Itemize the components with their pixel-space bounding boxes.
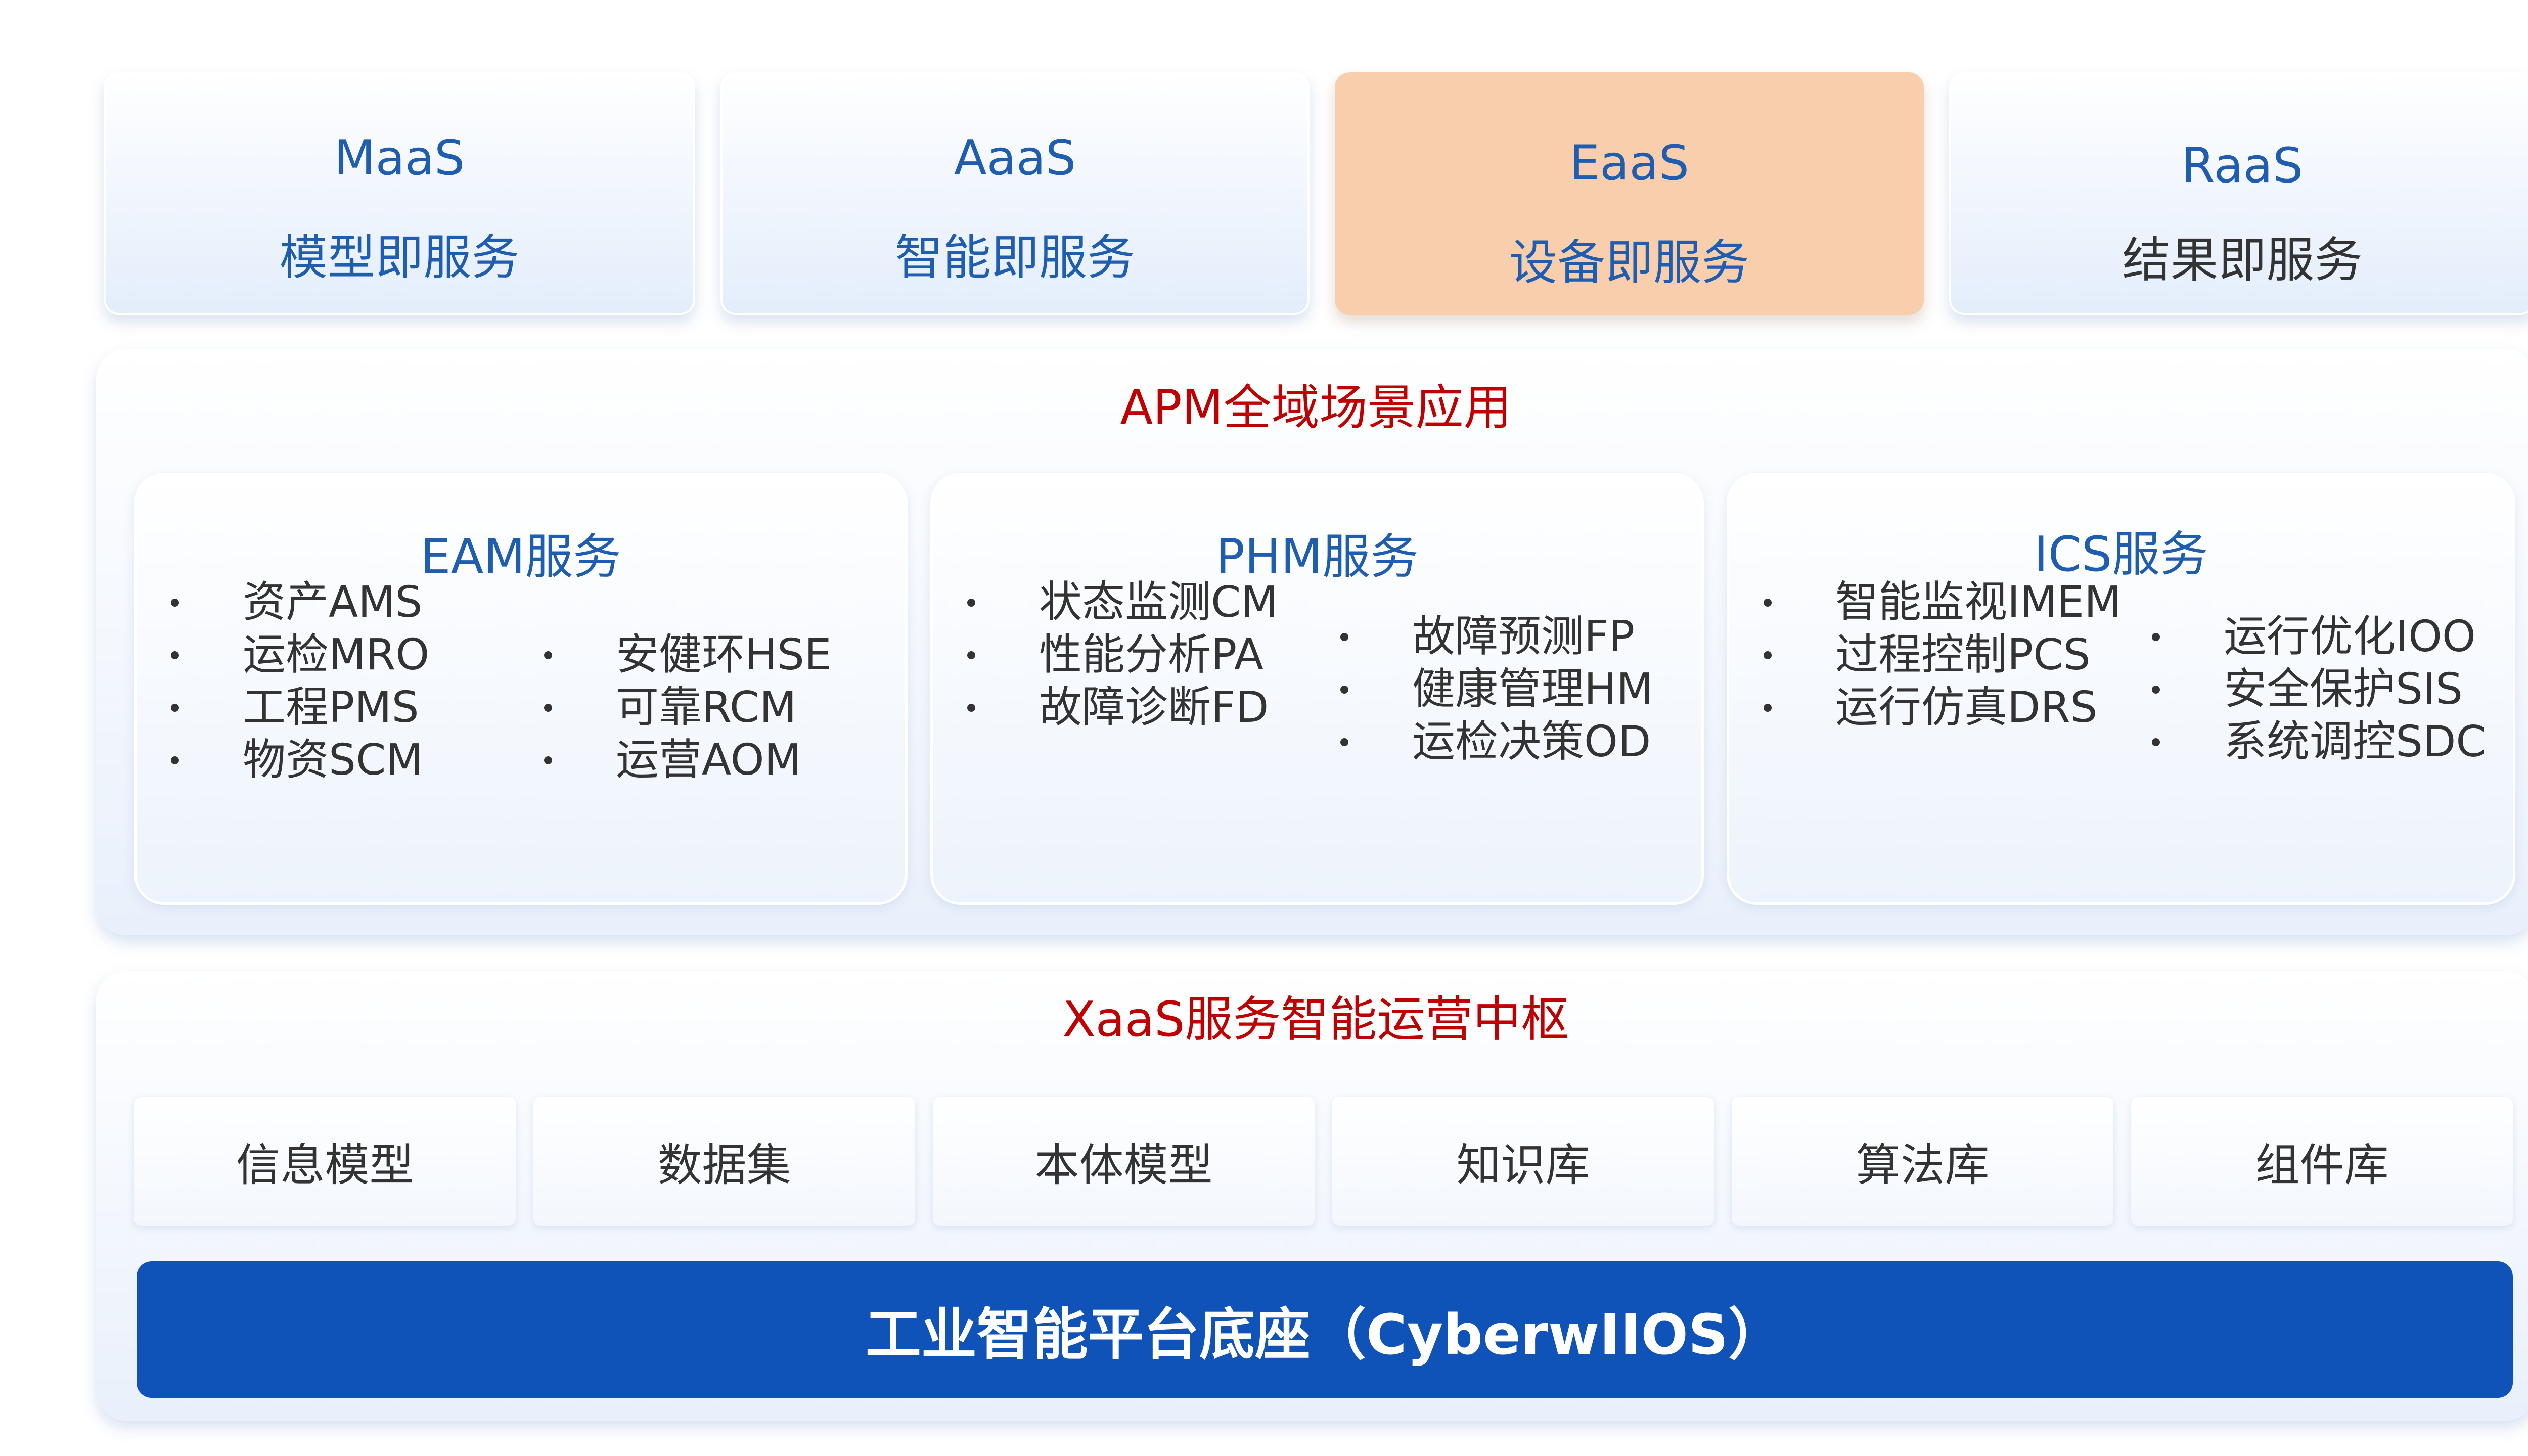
service-card-eaas[interactable]: EaaS 设备即服务 [1335,72,1924,315]
module-dataset[interactable]: 数据集 [533,1097,915,1226]
list-item: 运检MRO [168,629,429,681]
list-item: 资产AMS [168,576,429,629]
apm-section: APM全域场景应用 EAM服务 资产AMS 运检MRO 工程PMS 物资SCM … [96,349,2528,935]
service-name: 模型即服务 [279,230,520,286]
list-item: 性能分析PA [964,629,1278,681]
eam-list-col1: 资产AMS 运检MRO 工程PMS 物资SCM [168,576,429,787]
list-item: 状态监测CM [964,576,1278,629]
list-item: 过程控制PCS [1760,629,2121,681]
service-code: EaaS [1569,135,1689,191]
list-item: 系统调控SDC [2149,716,2486,768]
list-item: 故障诊断FD [964,681,1278,734]
service-name: 设备即服务 [1509,235,1749,291]
ics-list-col1: 智能监视IMEM 过程控制PCS 运行仿真DRS [1760,576,2121,734]
service-card-raas[interactable]: RaaS 结果即服务 [1949,72,2528,315]
eam-list-col2: 安健环HSE 可靠RCM 运营AOM [541,629,832,787]
module-component-library[interactable]: 组件库 [2131,1097,2513,1226]
service-card-aaas[interactable]: AaaS 智能即服务 [720,72,1310,315]
eam-service-title: EAM服务 [420,529,621,585]
phm-list-col2: 故障预测FP 健康管理HM 运检决策OD [1337,611,1653,768]
list-item: 故障预测FP [1337,611,1653,663]
service-code: RaaS [2181,138,2304,194]
xaas-section-title: XaaS服务智能运营中枢 [1062,992,1569,1048]
list-item: 工程PMS [168,681,429,734]
list-item: 运行仿真DRS [1760,681,2121,734]
list-item: 安全保护SIS [2149,663,2486,716]
ics-service-title: ICS服务 [2034,527,2208,582]
list-item: 物资SCM [168,734,429,787]
ics-list-col2: 运行优化IOO 安全保护SIS 系统调控SDC [2149,611,2486,768]
phm-service-panel: PHM服务 状态监测CM 性能分析PA 故障诊断FD 故障预测FP 健康管理HM… [930,473,1704,905]
list-item: 可靠RCM [541,681,832,734]
service-name: 结果即服务 [2122,233,2363,288]
service-code: AaaS [954,130,1076,186]
list-item: 运行优化IOO [2149,611,2486,663]
service-name: 智能即服务 [894,230,1135,286]
service-card-maas[interactable]: MaaS 模型即服务 [104,72,695,315]
module-knowledge-base[interactable]: 知识库 [1332,1097,1714,1226]
service-code: MaaS [334,130,465,186]
phm-list-col1: 状态监测CM 性能分析PA 故障诊断FD [964,576,1278,734]
eam-service-panel: EAM服务 资产AMS 运检MRO 工程PMS 物资SCM 安健环HSE 可靠R… [134,473,908,905]
phm-service-title: PHM服务 [1215,529,1419,585]
module-ontology-model[interactable]: 本体模型 [933,1097,1315,1226]
list-item: 健康管理HM [1337,663,1653,716]
module-info-model[interactable]: 信息模型 [134,1097,516,1226]
list-item: 运营AOM [541,734,832,787]
xaas-section: XaaS服务智能运营中枢 信息模型 数据集 本体模型 知识库 算法库 组件库 工… [96,971,2528,1421]
list-item: 运检决策OD [1337,716,1653,768]
ics-service-panel: ICS服务 智能监视IMEM 过程控制PCS 运行仿真DRS 运行优化IOO 安… [1727,473,2515,905]
list-item: 安健环HSE [541,629,832,681]
module-algorithm-library[interactable]: 算法库 [1732,1097,2113,1226]
list-item: 智能监视IMEM [1760,576,2121,629]
platform-base-bar[interactable]: 工业智能平台底座（CyberwIIOS） [137,1261,2513,1398]
apm-section-title: APM全域场景应用 [1120,380,1512,436]
